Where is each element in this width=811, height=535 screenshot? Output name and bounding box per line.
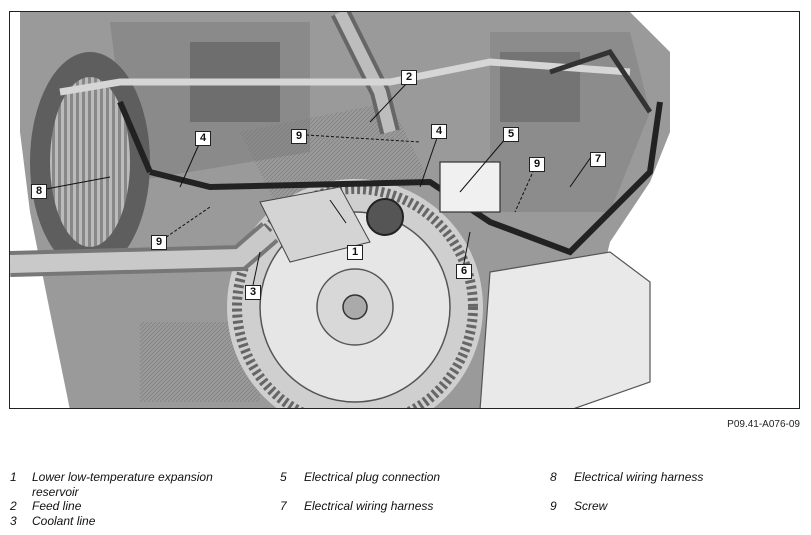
callout-4-left: 4 [195,131,211,146]
legend-num: 7 [280,499,287,513]
legend-item-5: 5 Electrical plug connection [280,470,520,485]
callout-3: 3 [245,285,261,300]
callout-4-right: 4 [431,124,447,139]
legend-item-9: 9 Screw [550,499,790,514]
callout-9-right: 9 [529,157,545,172]
legend-num: 8 [550,470,557,484]
legend-item-7: 7 Electrical wiring harness [280,499,520,514]
legend-text: Electrical plug connection [304,470,441,484]
legend-item-3: 3 Coolant line [10,514,250,529]
legend-text: Feed line [32,499,82,513]
legend-num: 9 [550,499,557,513]
legend-text: Screw [574,499,608,513]
legend-num: 3 [10,514,17,528]
legend-text: Coolant line [32,514,96,528]
legend-text: Electrical wiring harness [574,470,704,484]
legend-text: Electrical wiring harness [304,499,434,513]
legend-item-8: 8 Electrical wiring harness [550,470,790,485]
legend-item-1: 1 Lower low-temperature expansion reserv… [10,470,250,502]
callout-5: 5 [503,127,519,142]
callout-9-left: 9 [151,235,167,250]
callout-7: 7 [590,152,606,167]
callout-2: 2 [401,70,417,85]
callout-6: 6 [456,264,472,279]
legend-item-2: 2 Feed line [10,499,250,514]
legend-text: Lower low-temperature expansion [32,470,213,484]
engine-drawing [10,12,670,408]
legend-num: 1 [10,470,17,484]
engine-illustration: 1 2 3 4 4 5 6 7 8 9 9 9 [9,11,800,409]
figure-reference: P09.41-A076-09 [727,419,800,430]
callout-1: 1 [347,245,363,260]
callout-9-top: 9 [291,129,307,144]
callout-8: 8 [31,184,47,199]
legend-num: 2 [10,499,17,513]
legend-text-continued: reservoir [32,485,79,499]
legend-num: 5 [280,470,287,484]
